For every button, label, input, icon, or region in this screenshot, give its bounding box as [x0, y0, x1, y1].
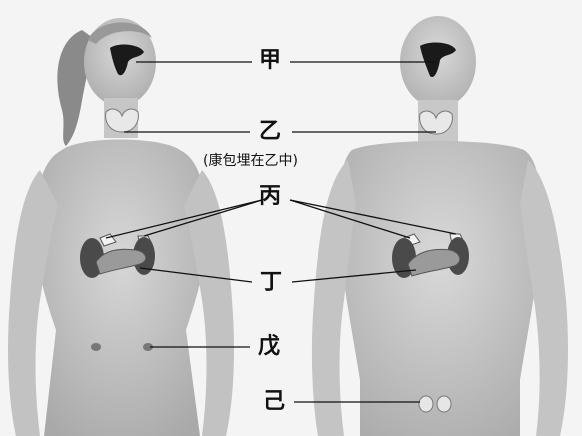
- male-figure: [312, 16, 568, 436]
- label-yi-note: (康包埋在乙中): [203, 150, 298, 170]
- female-ovary-left: [91, 343, 101, 351]
- female-torso: [36, 140, 207, 436]
- label-bing: 丙: [259, 186, 281, 208]
- male-testis-left: [419, 396, 433, 412]
- male-testis-right: [437, 396, 451, 412]
- male-torso: [339, 141, 542, 436]
- label-wu: 戊: [258, 336, 280, 358]
- label-jia: 甲: [259, 50, 281, 72]
- label-ding: 丁: [260, 272, 282, 294]
- female-figure: [8, 18, 234, 436]
- label-ji: 己: [263, 391, 285, 413]
- label-yi: 乙: [259, 121, 281, 143]
